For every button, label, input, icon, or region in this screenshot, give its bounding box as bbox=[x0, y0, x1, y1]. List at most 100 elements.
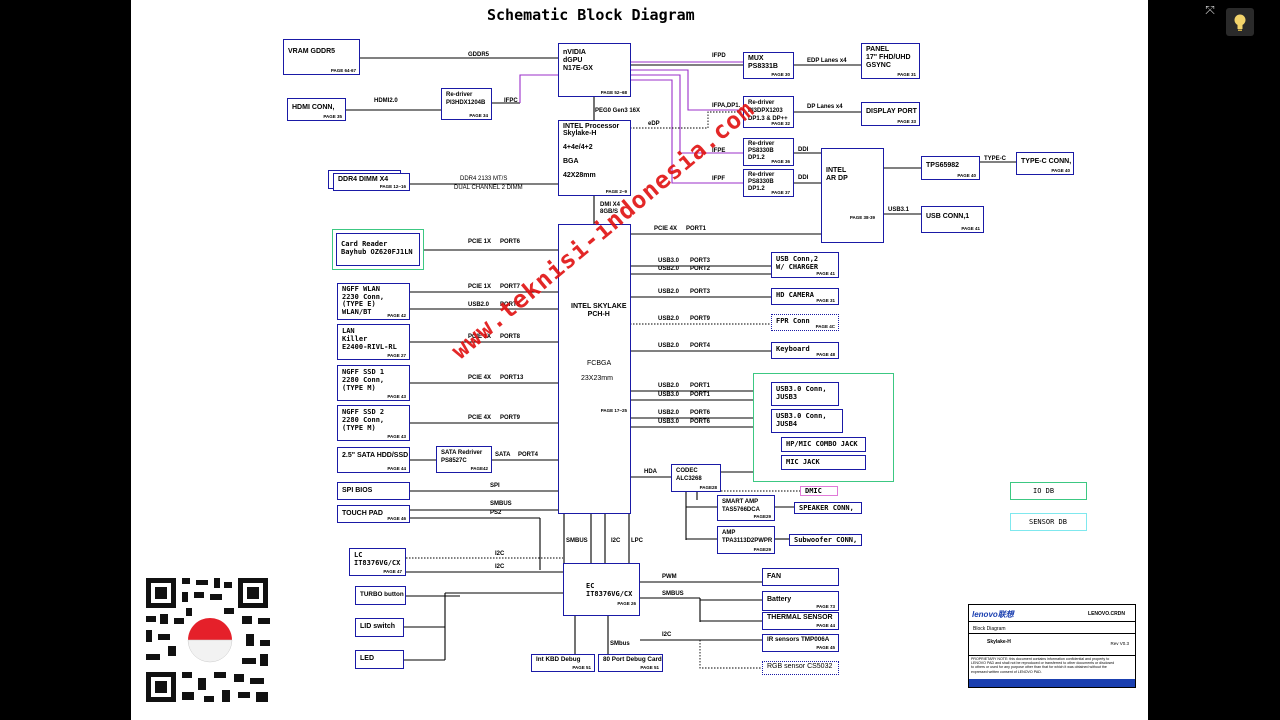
ddi2-label: DDI bbox=[798, 175, 809, 181]
i2c-lc2-label: I2C bbox=[495, 564, 505, 570]
port1a-label: PORT1 bbox=[686, 226, 707, 232]
usb30-p3-label: USB3.0 bbox=[658, 258, 680, 264]
usb20-p1-label: USB2.0 bbox=[658, 383, 680, 389]
ifpc-label: IFPC bbox=[504, 98, 518, 104]
ifpa-label: IFPA,DP1. bbox=[712, 103, 741, 109]
card-reader-inner: Card Reader Bayhub OZ620FJ1LN bbox=[336, 233, 420, 266]
lightbulb-icon[interactable] bbox=[1226, 8, 1254, 36]
typec-label: TYPE-C bbox=[984, 156, 1007, 162]
port3b-label: PORT3 bbox=[690, 289, 711, 295]
gddr5-label: GDDR5 bbox=[468, 52, 490, 58]
port1b-label: PORT1 bbox=[690, 383, 711, 389]
edp-lanes-label: EDP Lanes x4 bbox=[807, 58, 847, 64]
dp-redriver-block: Re-driver PI3DPX1203 DP1.3 & DP++PAGE 32 bbox=[743, 96, 794, 128]
title-block-title: Block Diagram bbox=[973, 626, 1006, 632]
diagram-title: Schematic Block Diagram bbox=[487, 6, 695, 24]
card-reader-block: Card Reader Bayhub OZ620FJ1LN bbox=[332, 229, 424, 270]
port6c-label: PORT6 bbox=[690, 419, 711, 425]
ps2-label: PS2 bbox=[490, 510, 502, 516]
usb20-p5-label: USB2.0 bbox=[468, 302, 490, 308]
smbus-pch-label: SMBUS bbox=[566, 538, 588, 544]
ngff-ssd1-block: NGFF SSD 1 2280 Conn, (TYPE M)PAGE 43 bbox=[337, 365, 410, 401]
port6b-label: PORT6 bbox=[690, 410, 711, 416]
hp-mic-combo-jack-block: HP/MIC COMBO JACK bbox=[781, 437, 866, 452]
pcie4x-port1-label: PCIE 4X bbox=[654, 226, 678, 232]
qr-code-image bbox=[138, 568, 282, 714]
ddr4-speed-label: DDR4 2133 MT/S bbox=[460, 176, 508, 182]
smbus-ec-label: SMBUS bbox=[662, 591, 684, 597]
i2c-lc1-label: I2C bbox=[495, 551, 505, 557]
port9b-label: PORT9 bbox=[500, 415, 521, 421]
usb30-p6-label: USB3.0 bbox=[658, 419, 680, 425]
spi-label: SPI bbox=[490, 483, 500, 489]
mic-jack-block: MIC JACK bbox=[781, 455, 866, 470]
hdmi-conn-block: HDMI CONN,PAGE 35 bbox=[287, 98, 346, 121]
port5-label: PORT5 bbox=[500, 302, 521, 308]
hdmi20-label: HDMI2.0 bbox=[374, 98, 398, 104]
port3a-label: PORT3 bbox=[690, 258, 711, 264]
ddi1-label: DDI bbox=[798, 147, 809, 153]
title-block: lenovo联想 LENOVO.CRDN Block Diagram Skyla… bbox=[968, 604, 1136, 688]
fan-block: FAN bbox=[762, 568, 839, 586]
proprietary-note: PROPRIETARY NOTE: this document contains… bbox=[971, 657, 1115, 674]
port8-label: PORT8 bbox=[500, 334, 521, 340]
port4b-label: PORT4 bbox=[518, 452, 539, 458]
port7-label: PORT7 bbox=[500, 284, 521, 290]
ifpf-label: IFPF bbox=[712, 176, 725, 182]
port4a-label: PORT4 bbox=[690, 343, 711, 349]
turbo-button-block: TURBO button bbox=[355, 586, 406, 605]
hda-label: HDA bbox=[644, 469, 657, 475]
i2c-pch-label: I2C bbox=[611, 538, 621, 544]
pwm-label: PWM bbox=[662, 574, 677, 580]
speaker-conn-block: SPEAKER CONN, bbox=[794, 502, 862, 514]
usb20-p3-label: USB2.0 bbox=[658, 289, 680, 295]
pcie1x-8-label: PCIE 1X bbox=[468, 334, 492, 340]
usb20-p6-label: USB2.0 bbox=[658, 410, 680, 416]
i2c-ec-label: I2C bbox=[662, 632, 672, 638]
dmi-label: DMI X4 8GB/S bbox=[600, 202, 621, 215]
ifpe-label: IFPE bbox=[712, 148, 726, 154]
expand-icon[interactable]: ⤧ bbox=[1205, 3, 1215, 17]
led-block: LED bbox=[355, 650, 404, 669]
rgb-sensor-block: RGB sensor CS5032 bbox=[762, 661, 839, 675]
spi-bios-block: SPI BIOS bbox=[337, 482, 410, 500]
usb20-p9-label: USB2.0 bbox=[658, 316, 680, 322]
pcie1x-6-label: PCIE 1X bbox=[468, 239, 492, 245]
ngff-ssd2-block: NGFF SSD 2 2280 Conn, (TYPE M)PAGE 43 bbox=[337, 405, 410, 441]
usb20-p4-label: USB2.0 bbox=[658, 343, 680, 349]
io-db-block: IO DB bbox=[1010, 482, 1087, 500]
sensor-db-block: SENSOR DB bbox=[1010, 513, 1087, 531]
usb30-p1-label: USB3.0 bbox=[658, 392, 680, 398]
dmic-block: DMIC bbox=[800, 486, 838, 496]
usb31-label: USB3.1 bbox=[888, 207, 910, 213]
usb20-p2-label: USB2.0 bbox=[658, 266, 680, 272]
lenovo-logo: lenovo联想 bbox=[972, 610, 1014, 619]
port13-label: PORT13 bbox=[500, 375, 524, 381]
port6a-label: PORT6 bbox=[500, 239, 521, 245]
